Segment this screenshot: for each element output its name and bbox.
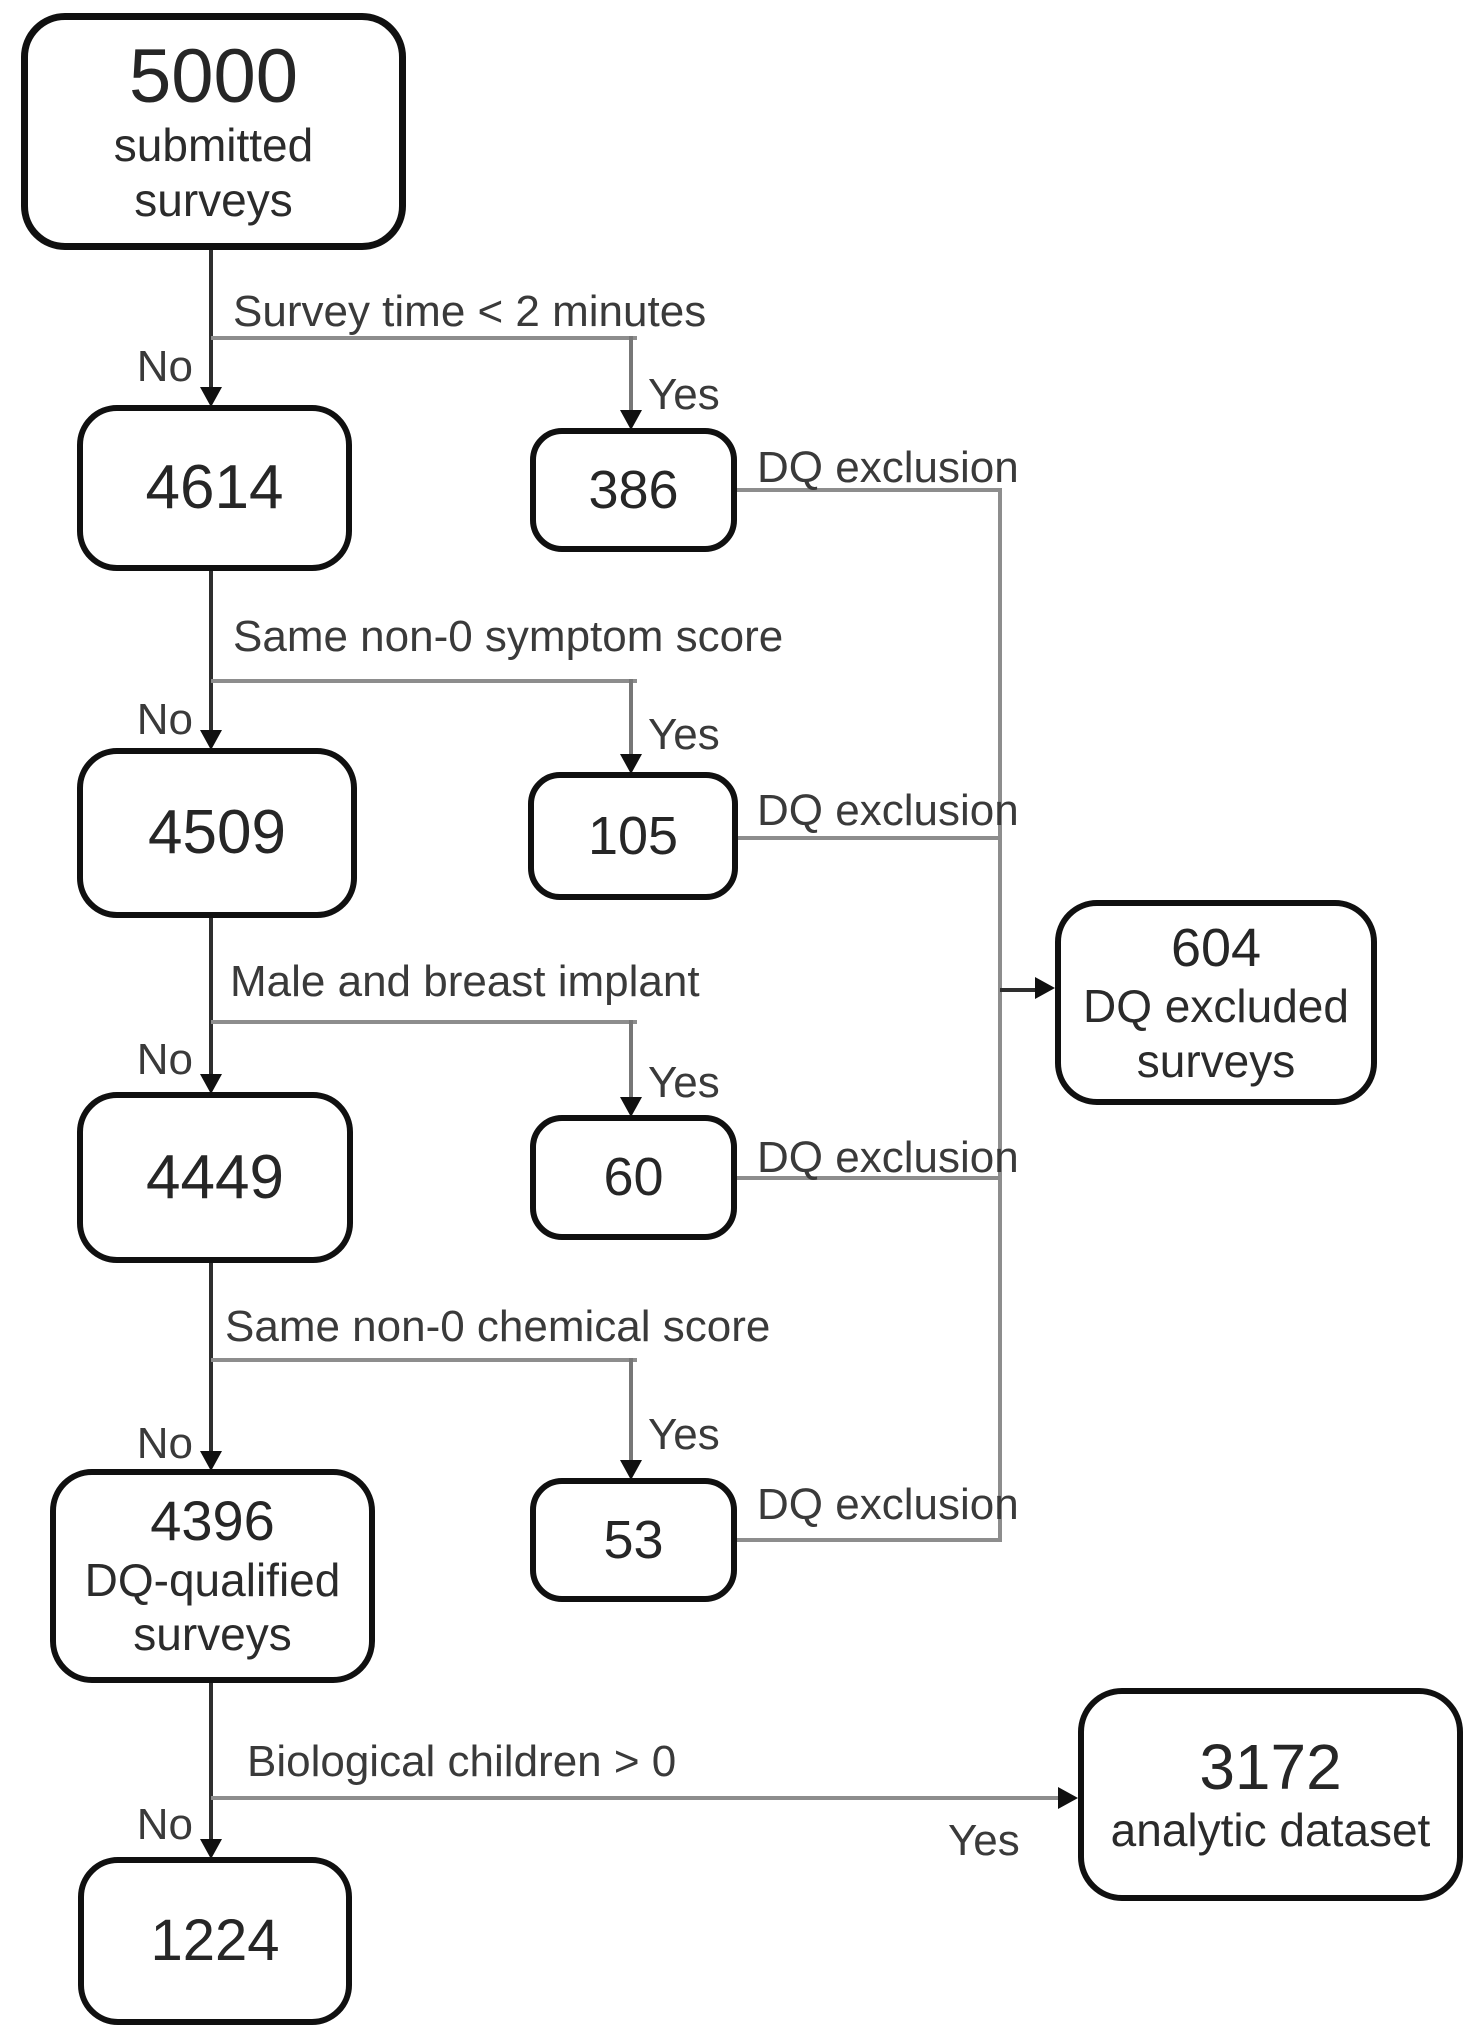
arrowhead-into-4509 — [200, 730, 222, 750]
connector-branch-time — [211, 336, 637, 340]
edge-label-dq-exclusion-3: DQ exclusion — [757, 1133, 1019, 1182]
connector-dq-1 — [737, 488, 1002, 492]
branch-no-1: No — [136, 342, 193, 391]
node-dq-qualified-surveys: 4396 DQ-qualified surveys — [50, 1469, 375, 1683]
connector-dq-3 — [737, 1176, 1002, 1180]
condition-survey-time: Survey time < 2 minutes — [233, 287, 707, 336]
connector-yes-drop-3 — [629, 1020, 633, 1097]
node-fail-chemical-score: 53 — [530, 1478, 737, 1602]
connector-main-3 — [209, 918, 213, 1074]
arrowhead-into-53 — [620, 1460, 642, 1480]
node-fail-survey-time-count: 386 — [588, 459, 679, 520]
connector-main-5 — [209, 1683, 213, 1839]
node-dq-qualified-label-1: DQ-qualified — [84, 1554, 341, 1607]
branch-yes-4: Yes — [648, 1410, 720, 1459]
arrowhead-into-60 — [620, 1097, 642, 1117]
node-fail-breast-implant: 60 — [530, 1115, 737, 1240]
node-dq-excluded-count: 604 — [1170, 918, 1262, 979]
node-pass-breast-implant: 4449 — [77, 1092, 353, 1263]
node-analytic-dataset-count: 3172 — [1199, 1730, 1342, 1803]
condition-symptom-score: Same non-0 symptom score — [233, 612, 784, 661]
node-pass-symptom-score-count: 4509 — [148, 798, 286, 868]
branch-no-2: No — [136, 695, 193, 744]
connector-branch-implant — [211, 1020, 637, 1024]
node-submitted-count: 5000 — [128, 34, 299, 120]
node-fail-symptom-score: 105 — [528, 772, 738, 900]
node-fail-survey-time: 386 — [530, 428, 737, 552]
connector-dq-collector — [998, 488, 1002, 1542]
connector-main-2 — [209, 571, 213, 732]
node-dq-qualified-label-2: surveys — [133, 1608, 292, 1661]
connector-main-1 — [209, 250, 213, 389]
edge-label-dq-exclusion-4: DQ exclusion — [757, 1480, 1019, 1529]
connector-branch-chemical — [211, 1358, 637, 1362]
branch-no-3: No — [136, 1035, 193, 1084]
connector-yes-drop-2 — [629, 679, 633, 754]
arrowhead-into-4449 — [200, 1074, 222, 1094]
node-dq-excluded-label-2: surveys — [1136, 1034, 1296, 1087]
node-submitted-surveys: 5000 submitted surveys — [21, 13, 406, 250]
edge-label-dq-exclusion-2: DQ exclusion — [757, 786, 1019, 835]
connector-main-4 — [209, 1263, 213, 1451]
node-fail-breast-implant-count: 60 — [603, 1147, 664, 1208]
connector-yes-drop-4 — [629, 1358, 633, 1460]
branch-yes-3: Yes — [648, 1058, 720, 1107]
arrowhead-into-105 — [620, 754, 642, 774]
node-no-children: 1224 — [78, 1857, 352, 2025]
branch-yes-2: Yes — [648, 710, 720, 759]
node-analytic-dataset: 3172 analytic dataset — [1078, 1688, 1463, 1901]
node-pass-survey-time: 4614 — [77, 405, 352, 571]
node-fail-symptom-score-count: 105 — [587, 805, 679, 866]
connector-dq-4 — [737, 1538, 1002, 1542]
connector-branch-children-to-analytic — [211, 1796, 1062, 1800]
branch-no-4: No — [136, 1419, 193, 1468]
branch-no-5: No — [136, 1800, 193, 1849]
node-pass-breast-implant-count: 4449 — [146, 1142, 284, 1212]
arrowhead-into-4396 — [200, 1451, 222, 1471]
condition-biological-children: Biological children > 0 — [247, 1737, 677, 1786]
arrowhead-into-1224 — [200, 1839, 222, 1859]
connector-yes-drop-1 — [629, 336, 633, 410]
node-dq-qualified-count: 4396 — [150, 1489, 275, 1553]
node-dq-excluded-surveys: 604 DQ excluded surveys — [1055, 900, 1377, 1105]
node-no-children-count: 1224 — [150, 1907, 280, 1973]
node-pass-symptom-score: 4509 — [77, 748, 357, 918]
connector-to-dq-excluded — [1000, 988, 1036, 992]
branch-yes-5: Yes — [948, 1816, 1020, 1865]
arrowhead-into-604 — [1035, 977, 1055, 999]
connector-dq-2 — [737, 836, 1002, 840]
node-submitted-label-1: submitted — [113, 119, 314, 172]
connector-branch-symptom — [211, 679, 637, 683]
branch-yes-1: Yes — [648, 370, 720, 419]
node-submitted-label-2: surveys — [134, 173, 293, 226]
node-analytic-dataset-label: analytic dataset — [1110, 1804, 1431, 1857]
node-dq-excluded-label-1: DQ excluded — [1083, 980, 1349, 1033]
condition-chemical-score: Same non-0 chemical score — [225, 1302, 771, 1351]
condition-breast-implant: Male and breast implant — [230, 957, 700, 1006]
edge-label-dq-exclusion-1: DQ exclusion — [757, 443, 1019, 492]
arrowhead-into-3172 — [1058, 1787, 1078, 1809]
node-pass-survey-time-count: 4614 — [145, 453, 284, 523]
node-fail-chemical-score-count: 53 — [603, 1509, 664, 1570]
arrowhead-into-4614 — [200, 387, 222, 407]
arrowhead-into-386 — [620, 410, 642, 430]
